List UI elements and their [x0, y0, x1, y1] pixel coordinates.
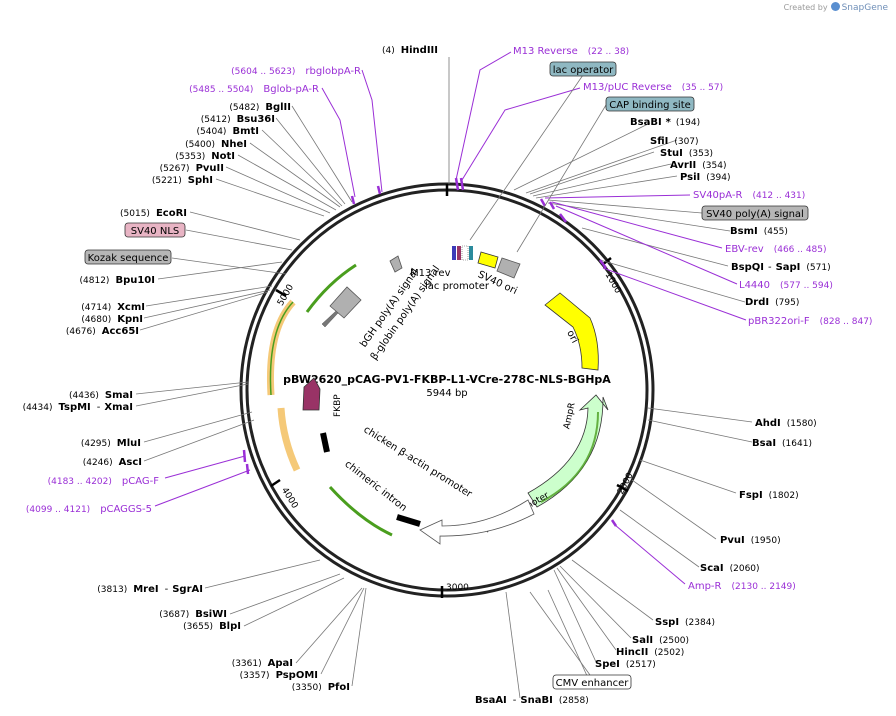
site-bsu36i[interactable]: (5412)Bsu36I — [201, 114, 275, 125]
sv40-ori-feature[interactable] — [477, 251, 499, 269]
site-spei[interactable]: SpeI(2517) — [595, 659, 656, 670]
primer-m13-puc-reverse[interactable]: M13/pUC Reverse(35 .. 57) — [583, 82, 723, 93]
primer-sv40pa-r[interactable]: SV40pA-R(412 .. 431) — [693, 190, 805, 201]
cap-binding-box[interactable]: CAP binding site — [609, 100, 691, 111]
site-fspi[interactable]: FspI(1802) — [739, 490, 799, 501]
site-pfoi[interactable]: (3350)PfoI — [292, 682, 350, 693]
site-drdi[interactable]: DrdI(795) — [745, 297, 799, 308]
site-pvui[interactable]: PvuI(1950) — [720, 535, 781, 546]
primer-m13-reverse[interactable]: M13 Reverse(22 .. 38) — [513, 46, 629, 57]
primer-pbr322ori-f[interactable]: pBR322ori-F(828 .. 847) — [748, 316, 872, 327]
ampr-feature[interactable] — [527, 394, 609, 508]
tick-label-4000: 4000 — [279, 486, 300, 511]
site-tspmi-xmai[interactable]: (4434)TspMI-XmaI — [23, 402, 133, 413]
site-ahdi[interactable]: AhdI(1580) — [755, 418, 817, 429]
bgh-polya-feature[interactable] — [329, 286, 362, 319]
primer-rbglobpa-r[interactable]: (5604 .. 5623)rbglobpA-R — [231, 66, 361, 77]
site-sphi[interactable]: (5221)SphI — [152, 175, 213, 186]
credit-brand: SnapGene — [841, 3, 888, 13]
m13-rev-label: M13 rev — [410, 268, 451, 279]
site-avrii[interactable]: AvrII(354) — [670, 160, 726, 171]
primer-ebv-rev[interactable]: EBV-rev(466 .. 485) — [725, 244, 827, 255]
kozak-box[interactable]: Kozak sequence — [88, 253, 169, 264]
site-pspomi[interactable]: (3357)PspOMI — [240, 670, 318, 681]
site-smai[interactable]: (4436)SmaI — [69, 390, 133, 401]
site-bsabi[interactable]: BsaBI*(194) — [630, 117, 700, 128]
site-asci[interactable]: (4246)AscI — [83, 457, 142, 468]
ori-feature[interactable] — [544, 292, 599, 371]
site-psii[interactable]: PsiI(394) — [680, 172, 730, 183]
sites-right: (4)HindIII BsaBI*(194) SfiI(307) StuI(35… — [382, 45, 831, 706]
site-bpu10i[interactable]: (4812)Bpu10I — [80, 275, 155, 286]
fkbp-label: FKBP — [333, 394, 343, 417]
tick-label-2000: 2000 — [616, 471, 636, 496]
site-sali[interactable]: SalI(2500) — [632, 635, 689, 646]
ori-label: ori — [564, 329, 580, 346]
plasmid-name: pBW2620_pCAG-PV1-FKBP-L1-VCre-278C-NLS-B… — [283, 373, 611, 386]
boxed-features: lac operator CAP binding site SV40 poly(… — [84, 61, 809, 690]
primer-labels: M13 Reverse(22 .. 38) M13/pUC Reverse(35… — [513, 46, 872, 592]
ampr-promoter-feature[interactable] — [419, 499, 535, 545]
site-scai[interactable]: ScaI(2060) — [700, 563, 760, 574]
lac-operator-box[interactable]: lac operator — [553, 65, 614, 76]
site-apai[interactable]: (3361)ApaI — [232, 658, 293, 669]
sv40-polya-box[interactable]: SV40 poly(A) signal — [706, 209, 804, 220]
lac-promoter-label: lac promoter — [425, 281, 490, 292]
sv40-nls-box[interactable]: SV40 NLS — [131, 226, 180, 237]
connector-lines-left — [135, 105, 367, 687]
tick-label-3000: 3000 — [446, 583, 469, 593]
site-stui[interactable]: StuI(353) — [660, 148, 713, 159]
site-bglii[interactable]: (5482)BglII — [229, 102, 291, 113]
primer-lines — [154, 51, 747, 585]
site-mrei-sgrai[interactable]: (3813)MreI-SgrAI — [97, 584, 203, 595]
site-sspi[interactable]: SspI(2384) — [655, 617, 715, 628]
site-noti[interactable]: (5353)NotI — [175, 151, 235, 162]
chimeric-intron-label: chimeric intron — [342, 459, 408, 514]
site-ecori[interactable]: (5015)EcoRI — [120, 208, 187, 219]
site-sfii[interactable]: SfiI(307) — [650, 136, 699, 147]
site-acc65i[interactable]: (4676)Acc65I — [66, 326, 139, 337]
primer-marks — [242, 177, 618, 527]
site-bsai[interactable]: BsaI(1641) — [752, 438, 812, 449]
primer-amp-r[interactable]: Amp-R(2130 .. 2149) — [688, 581, 796, 592]
cmv-enhancer-box[interactable]: CMV enhancer — [556, 678, 630, 689]
site-mlui[interactable]: (4295)MluI — [81, 438, 141, 449]
site-nhei[interactable]: (5400)NheI — [185, 139, 247, 150]
primer-labels-left: (5604 .. 5623)rbglobpA-R (5485 .. 5504)B… — [26, 66, 361, 515]
credit-prefix: Created by — [783, 3, 828, 12]
site-hincii[interactable]: HincII(2502) — [616, 647, 684, 658]
primer-pcag-f[interactable]: (4183 .. 4202)pCAG-F — [48, 476, 160, 487]
site-kpni[interactable]: (4680)KpnI — [81, 314, 143, 325]
site-bsmi[interactable]: BsmI(455) — [730, 226, 788, 237]
fkbp-feature[interactable] — [302, 377, 321, 411]
site-pvuii[interactable]: (5267)PvuII — [160, 163, 224, 174]
site-bsiwi[interactable]: (3687)BsiWI — [159, 609, 227, 620]
primer-pcaggs-5[interactable]: (4099 .. 4121)pCAGGS-5 — [26, 504, 152, 515]
ampr-label: AmpR — [562, 402, 577, 430]
site-bsaai-snabi[interactable]: BsaAI-SnaBI(2858) — [475, 695, 589, 706]
plasmid-size: 5944 bp — [426, 388, 467, 399]
site-blpi[interactable]: (3655)BlpI — [183, 621, 241, 632]
snapgene-credit: Created by SnapGene — [784, 2, 888, 13]
primer-l4440[interactable]: L4440(577 .. 594) — [739, 280, 833, 291]
sites-left: (5482)BglII (5412)Bsu36I (5404)BmtI (540… — [23, 102, 350, 693]
site-bmti[interactable]: (5404)BmtI — [197, 126, 259, 137]
site-xcmi[interactable]: (4714)XcmI — [81, 302, 145, 313]
site-hindiii[interactable]: (4)HindIII — [382, 45, 438, 56]
connector-lines-right — [448, 57, 753, 699]
site-bspqi-sapi[interactable]: BspQI-SapI(571) — [731, 262, 831, 273]
snapgene-logo-icon — [830, 2, 840, 11]
primer-bglob-pa-r[interactable]: (5485 .. 5504)Bglob-pA-R — [189, 84, 319, 95]
